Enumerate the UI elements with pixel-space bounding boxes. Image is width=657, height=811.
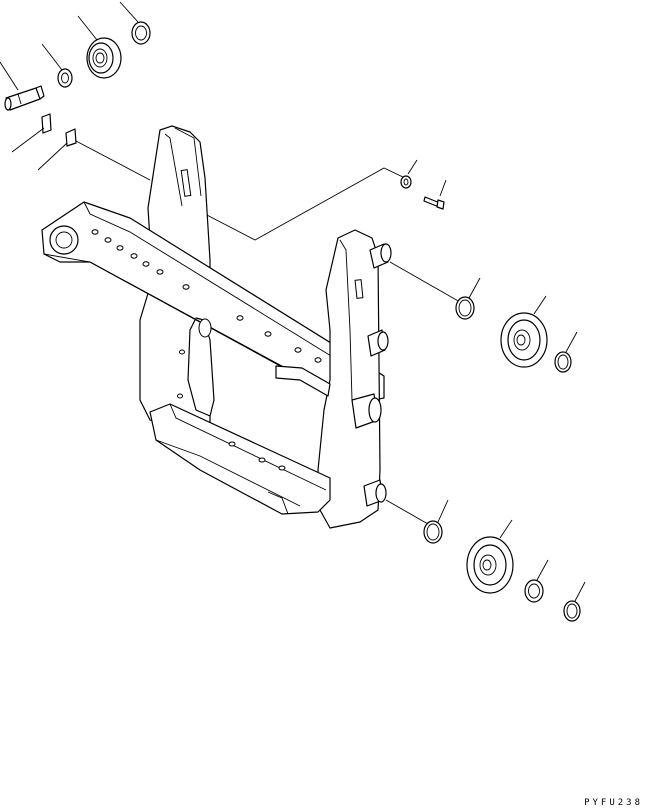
plate-1 [41,113,52,134]
roller-upper [500,312,548,368]
snap-ring-lower [524,579,544,603]
washer-1 [57,68,73,88]
top-left-parts [0,1,151,181]
plate-2 [65,128,77,147]
upper-roller-assembly [389,261,578,373]
mast-frame [41,125,392,529]
shaft-pin [4,85,45,111]
drawing-code: PYFU238 [584,798,643,808]
bearing-top [86,37,122,79]
snap-ring-top [131,21,151,45]
lower-roller-assembly [385,499,586,622]
roller-lower [466,536,514,594]
right-bosses [351,243,392,507]
bolt-washer-top [400,159,447,210]
